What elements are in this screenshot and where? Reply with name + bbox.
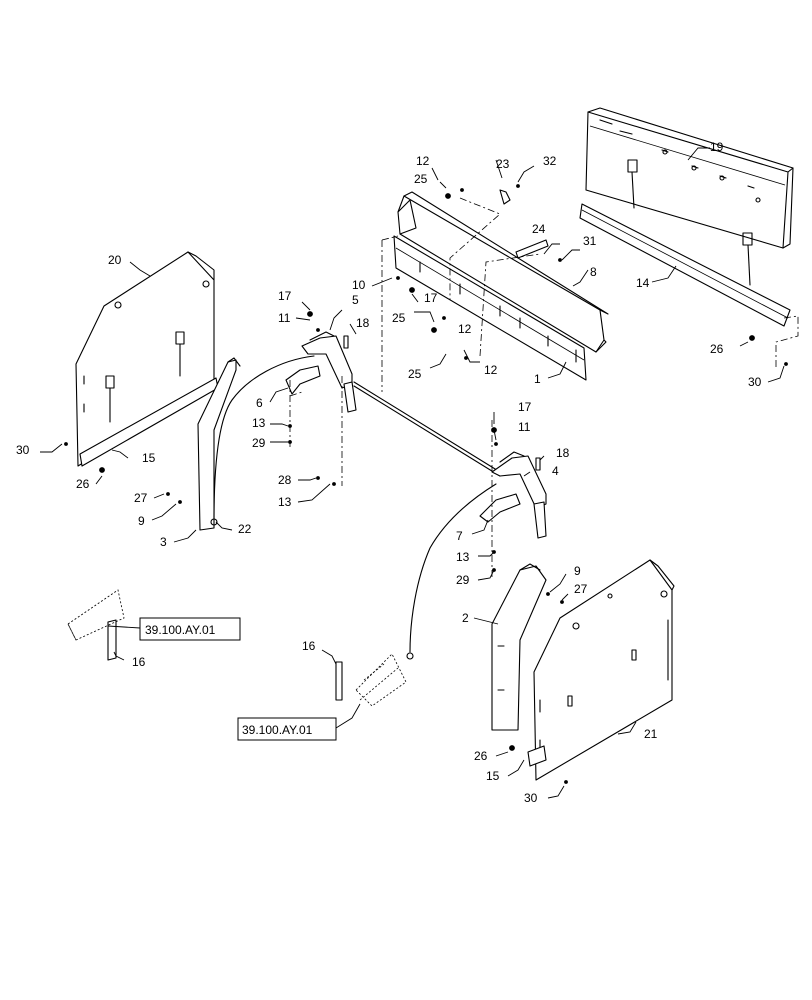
callout-11-b: 11 <box>518 420 531 434</box>
callout-13-a: 13 <box>252 416 266 430</box>
callout-19: 19 <box>710 140 724 154</box>
part-5-left-bracket <box>301 331 357 413</box>
part-3-left-post <box>197 357 241 531</box>
callout-17-b: 17 <box>518 400 532 414</box>
callout-25-a: 25 <box>414 172 428 186</box>
reference-label-left[interactable]: 39.100.AY.01 <box>145 623 216 637</box>
callout-10: 10 <box>352 278 366 292</box>
hardware <box>64 184 788 784</box>
callout-23: 23 <box>496 157 510 171</box>
callout-26-b: 26 <box>710 342 724 356</box>
callout-30-a: 30 <box>16 443 30 457</box>
part-8-top-beam <box>397 191 609 353</box>
part-15-right-strip <box>527 745 547 767</box>
part-19-rear-panel <box>585 107 794 286</box>
callout-32: 32 <box>543 154 557 168</box>
callout-13-c: 13 <box>456 550 470 564</box>
callout-15-a: 15 <box>142 451 156 465</box>
callout-12-a: 12 <box>416 154 430 168</box>
reference-box-center[interactable]: 39.100.AY.01 <box>237 717 337 741</box>
part-7-right-latch <box>479 493 521 523</box>
callout-26-a: 26 <box>76 477 90 491</box>
reference-label-center[interactable]: 39.100.AY.01 <box>242 723 313 737</box>
callout-29-b: 29 <box>456 573 470 587</box>
reference-box-left[interactable]: 39.100.AY.01 <box>139 617 241 641</box>
callout-25-c: 25 <box>408 367 422 381</box>
phantom-lines <box>289 197 799 580</box>
callout-3: 3 <box>160 535 167 549</box>
callout-16-b: 16 <box>302 639 316 653</box>
part-6-left-latch <box>285 365 321 395</box>
callout-30-c: 30 <box>524 791 538 805</box>
step-left-ref <box>67 589 125 661</box>
callout-13-b: 13 <box>278 495 292 509</box>
callout-9-b: 9 <box>574 564 581 578</box>
callout-18-b: 18 <box>556 446 570 460</box>
callout-12-b: 12 <box>458 322 472 336</box>
callout-11-a: 11 <box>278 311 291 325</box>
part-22-left-cable <box>210 355 315 526</box>
callout-5: 5 <box>352 293 359 307</box>
callout-27-a: 27 <box>134 491 148 505</box>
part-2-right-post <box>491 563 547 731</box>
callout-16-a: 16 <box>132 655 146 669</box>
callout-21: 21 <box>644 727 658 741</box>
part-21-right-side-panel <box>533 559 675 781</box>
connecting-rod <box>353 381 501 477</box>
callout-26-c: 26 <box>474 749 488 763</box>
callout-labels: 19 14 8 1 24 31 23 32 12 25 10 17 25 12 … <box>16 140 762 805</box>
callout-15-b: 15 <box>486 769 500 783</box>
callout-12-c: 12 <box>484 363 498 377</box>
callout-17-c: 17 <box>424 291 438 305</box>
callout-2: 2 <box>462 611 469 625</box>
callout-4: 4 <box>552 464 559 478</box>
callout-14: 14 <box>636 276 650 290</box>
callout-17-a: 17 <box>278 289 292 303</box>
callout-28: 28 <box>278 473 292 487</box>
callout-1: 1 <box>534 372 541 386</box>
callout-6: 6 <box>256 396 263 410</box>
leader-lines <box>40 147 785 799</box>
part-4-right-bracket <box>491 451 547 539</box>
callout-7: 7 <box>456 529 463 543</box>
callout-9-a: 9 <box>138 514 145 528</box>
callout-22: 22 <box>238 522 252 536</box>
part-14-lower-rail <box>579 203 791 327</box>
callout-27-b: 27 <box>574 582 588 596</box>
callout-31: 31 <box>583 234 597 248</box>
callout-25-b: 25 <box>392 311 406 325</box>
callout-18-a: 18 <box>356 316 370 330</box>
step-center-ref <box>335 653 407 707</box>
callout-30-b: 30 <box>748 375 762 389</box>
callout-8: 8 <box>590 265 597 279</box>
part-20-left-side-panel <box>75 251 215 467</box>
callout-20: 20 <box>108 253 122 267</box>
right-cable <box>406 483 497 660</box>
callout-24: 24 <box>532 222 546 236</box>
callout-29-a: 29 <box>252 436 266 450</box>
part-1-support-channel <box>393 235 587 381</box>
